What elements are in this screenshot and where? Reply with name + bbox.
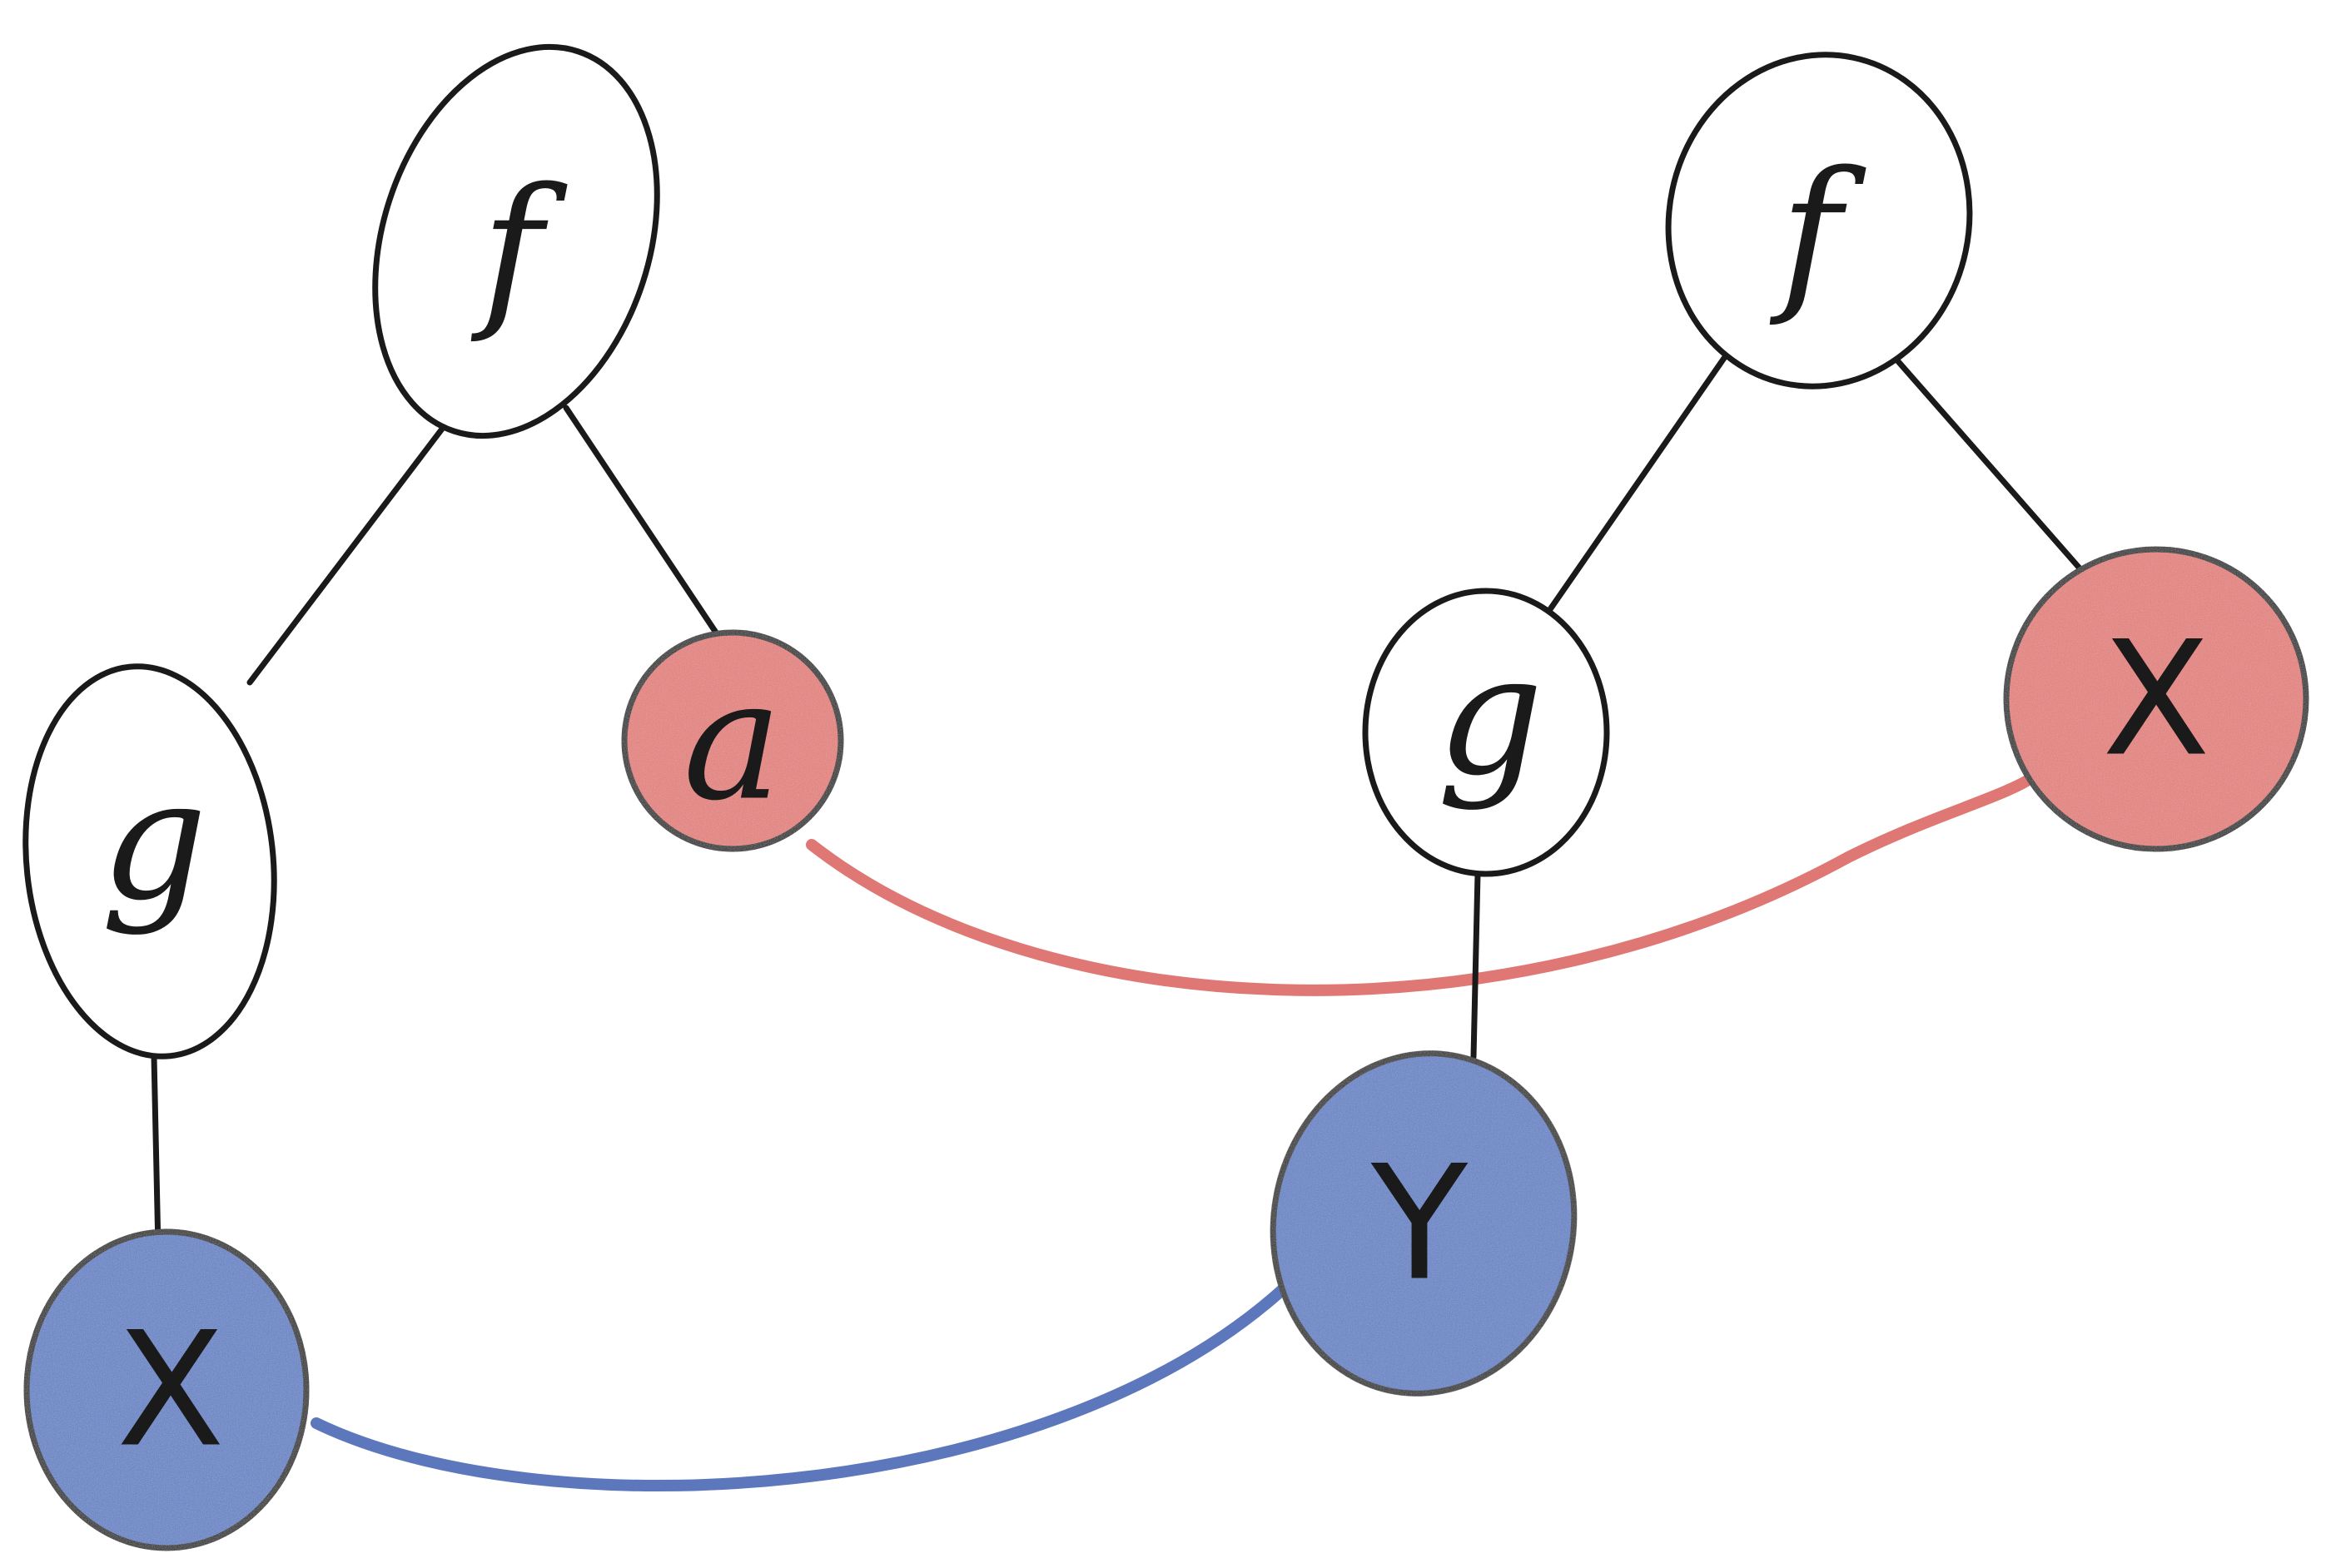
edge-left-g-to-x bbox=[151, 1054, 162, 1252]
right-y-label: Y bbox=[1370, 1132, 1469, 1316]
link-a-to-x-red bbox=[806, 772, 2037, 996]
left-root-node: f bbox=[372, 43, 660, 439]
left-g-label: g bbox=[101, 744, 207, 938]
edge-left-f-to-a bbox=[563, 404, 719, 636]
right-g-node: g bbox=[1362, 588, 1610, 877]
left-a-node: a bbox=[621, 629, 844, 852]
right-y-node: Y bbox=[1270, 1050, 1578, 1397]
edge-left-f-to-g bbox=[246, 421, 449, 686]
left-x-node: X bbox=[23, 1228, 310, 1551]
right-g-label: g bbox=[1437, 619, 1543, 813]
left-a-label: a bbox=[683, 644, 782, 838]
link-x-to-y-blue bbox=[311, 1284, 1288, 1491]
right-x-label: X bbox=[2102, 608, 2210, 791]
edge-right-g-to-y bbox=[1470, 871, 1481, 1060]
edge-right-f-to-x bbox=[1870, 330, 2085, 573]
right-x-node: X bbox=[2003, 546, 2309, 852]
edge-right-f-to-g bbox=[1545, 338, 1739, 615]
left-g-node: g bbox=[22, 663, 277, 1059]
left-x-label: X bbox=[117, 1298, 225, 1482]
right-root-node: f bbox=[1665, 52, 1973, 390]
